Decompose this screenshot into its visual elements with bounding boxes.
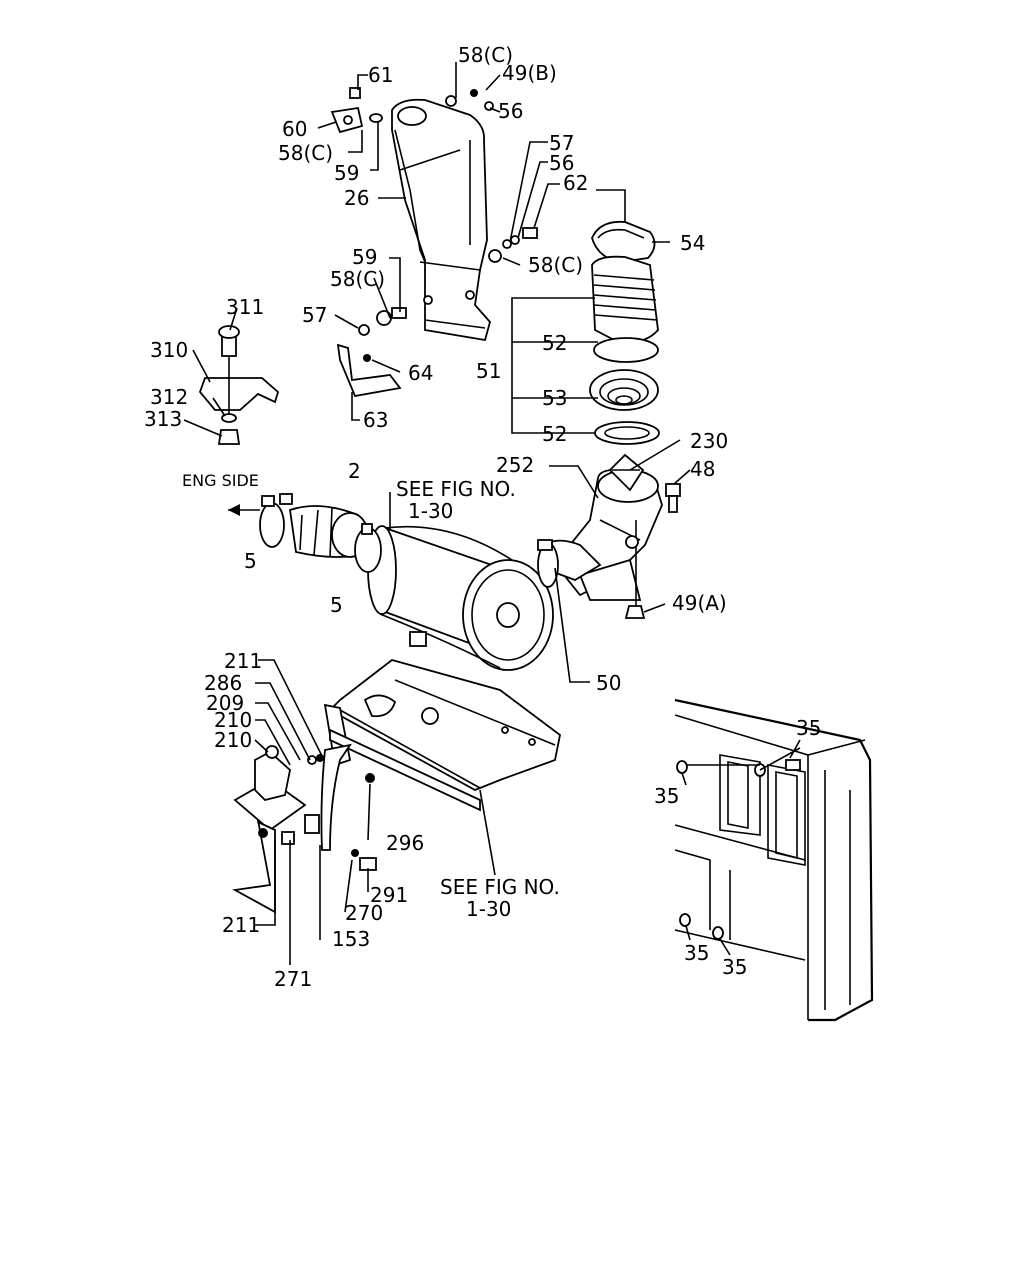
gasket-52-upper [593, 337, 659, 363]
label-296: 296 [386, 831, 424, 855]
bracket-63 [336, 307, 407, 398]
label-35-top: 35 [796, 716, 821, 740]
label-54: 54 [680, 231, 705, 255]
arrow-head [228, 504, 240, 516]
label-52-upper: 52 [542, 331, 567, 355]
precleaner-cap-54 [591, 189, 656, 263]
label-5-lower: 5 [330, 593, 343, 617]
cab-panel [674, 698, 874, 1022]
label-see-fig-2-num: 1-30 [466, 897, 511, 921]
clamp-5-right [354, 523, 382, 573]
bracket-310 [198, 325, 280, 445]
label-58c-mid: 58(C) [528, 253, 583, 277]
label-35-left: 35 [654, 784, 679, 808]
label-58c-top: 58(C) [458, 43, 513, 67]
label-57-left: 57 [302, 303, 327, 327]
label-see-fig-1: SEE FIG NO. [396, 477, 516, 501]
label-5-left: 5 [244, 549, 257, 573]
label-see-fig-2: SEE FIG NO. [440, 875, 560, 899]
label-48: 48 [690, 457, 715, 481]
hose-2 [289, 505, 374, 558]
label-60: 60 [282, 117, 307, 141]
label-211-top: 211 [224, 649, 262, 673]
label-313: 313 [144, 407, 182, 431]
label-59-mid: 59 [352, 245, 377, 269]
label-153: 153 [332, 927, 370, 951]
label-35-bottom-left: 35 [684, 941, 709, 965]
clamp-5-left [259, 493, 293, 548]
label-286: 286 [204, 671, 242, 695]
label-270: 270 [345, 901, 383, 925]
label-56-right: 56 [549, 151, 574, 175]
label-26: 26 [344, 186, 369, 210]
label-310: 310 [150, 338, 188, 362]
label-211-bottom: 211 [222, 913, 260, 937]
label-eng-side: ENG SIDE [182, 471, 259, 490]
label-64: 64 [408, 361, 433, 385]
elbow-252 [558, 453, 681, 619]
clamp-50 [537, 539, 602, 588]
label-62: 62 [563, 171, 588, 195]
label-312: 312 [150, 385, 188, 409]
label-see-fig-1-num: 1-30 [408, 499, 453, 523]
label-230: 230 [690, 429, 728, 453]
label-63: 63 [363, 408, 388, 432]
label-61: 61 [368, 63, 393, 87]
air-cleaner-body [367, 525, 554, 671]
label-210-b: 210 [214, 728, 252, 752]
label-57-right: 57 [549, 131, 574, 155]
label-291: 291 [370, 883, 408, 907]
label-58c-left: 58(C) [278, 141, 333, 165]
bracket-51-line [511, 297, 595, 434]
label-53: 53 [542, 386, 567, 410]
bracket-60 [330, 87, 494, 134]
label-56-top: 56 [498, 99, 523, 123]
label-35-bottom-right: 35 [722, 955, 747, 979]
label-311: 311 [226, 295, 264, 319]
filter-53 [589, 369, 659, 411]
leader-lines [183, 62, 801, 965]
label-49a: 49(A) [672, 591, 727, 615]
label-2: 2 [348, 459, 361, 483]
gasket-52-lower [594, 421, 660, 445]
label-52-lower: 52 [542, 422, 567, 446]
precleaner-body-51 [591, 255, 659, 344]
intake-duct-26 [391, 98, 491, 342]
label-50: 50 [596, 671, 621, 695]
label-271: 271 [274, 967, 312, 991]
label-252: 252 [496, 453, 534, 477]
label-58c-mid2: 58(C) [330, 267, 385, 291]
label-209: 209 [206, 691, 244, 715]
support-bracket-assembly [232, 659, 561, 914]
label-49b: 49(B) [502, 61, 557, 85]
label-51: 51 [476, 359, 501, 383]
part-labels: 61 58(C) 49(B) 56 60 58(C) 59 26 57 56 6… [144, 43, 821, 991]
label-210-a: 210 [214, 708, 252, 732]
label-59-top: 59 [334, 161, 359, 185]
